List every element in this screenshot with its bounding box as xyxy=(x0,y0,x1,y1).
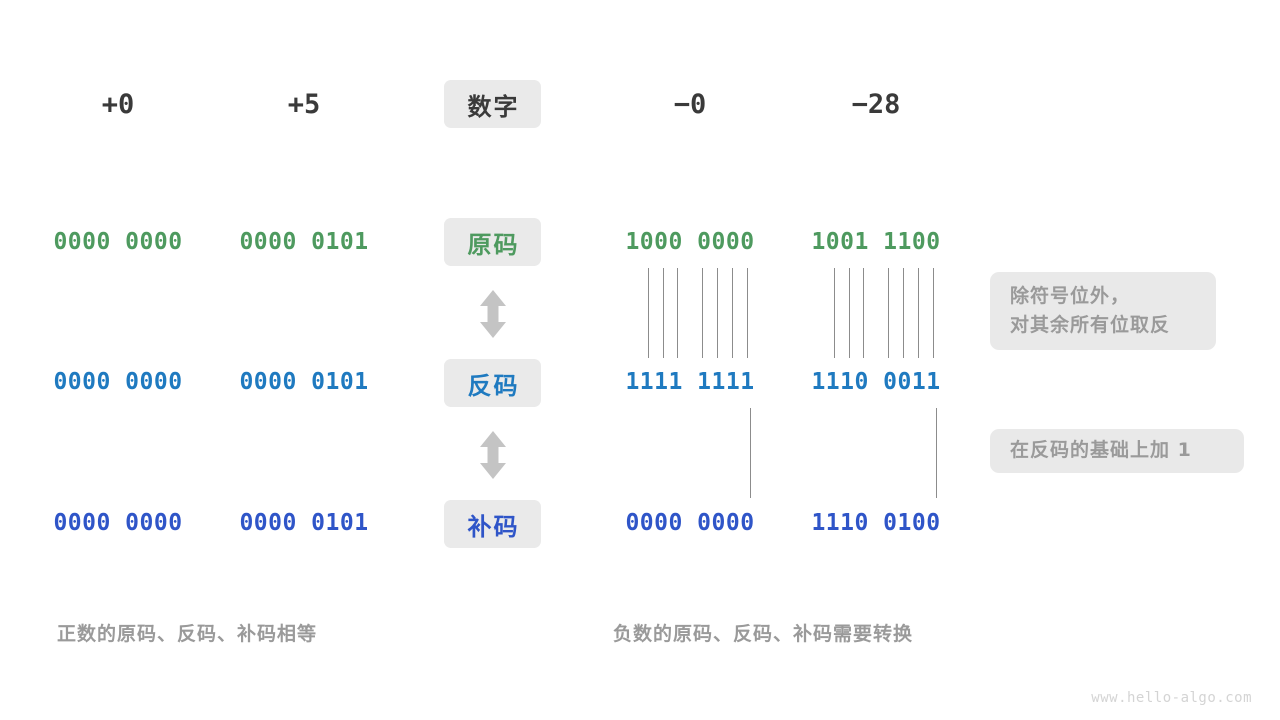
row-badge-ones-complement: 反码 xyxy=(444,359,541,407)
note-add-one: 在反码的基础上加 1 xyxy=(990,429,1244,473)
row-badge-twos-complement: 补码 xyxy=(444,500,541,548)
cell-twos-complement-minus-zero: 0000 0000 xyxy=(625,510,755,536)
invert-connector-line xyxy=(834,268,836,358)
invert-connector-line xyxy=(717,268,719,358)
cell-ones-complement-minus-zero: 1111 1111 xyxy=(625,369,755,395)
invert-connector-line xyxy=(918,268,920,358)
cell-ones-complement-plus-zero: 0000 0000 xyxy=(53,369,183,395)
watermark: www.hello-algo.com xyxy=(1091,690,1252,706)
invert-connector-line xyxy=(849,268,851,358)
note-invert-bits: 除符号位外， 对其余所有位取反 xyxy=(990,272,1216,350)
cell-ones-complement-plus-five: 0000 0101 xyxy=(239,369,369,395)
cell-sign-magnitude-plus-zero: 0000 0000 xyxy=(53,229,183,255)
cell-twos-complement-minus-twentyeight: 1110 0100 xyxy=(811,510,941,536)
header-number-plus-five: +5 xyxy=(287,88,321,120)
cell-ones-complement-minus-twentyeight: 1110 0011 xyxy=(811,369,941,395)
cell-twos-complement-plus-five: 0000 0101 xyxy=(239,510,369,536)
double-arrow-vertical-icon-1 xyxy=(477,289,509,343)
add-one-connector-line xyxy=(936,408,938,498)
cell-sign-magnitude-plus-five: 0000 0101 xyxy=(239,229,369,255)
add-one-connector-line xyxy=(750,408,752,498)
invert-connector-line xyxy=(747,268,749,358)
header-number-minus-zero: −0 xyxy=(673,88,707,120)
invert-connector-line xyxy=(933,268,935,358)
invert-connector-line xyxy=(732,268,734,358)
cell-sign-magnitude-minus-zero: 1000 0000 xyxy=(625,229,755,255)
invert-connector-line xyxy=(888,268,890,358)
note-add-one-line-1: 在反码的基础上加 1 xyxy=(1010,439,1192,462)
double-arrow-vertical-icon-2 xyxy=(477,430,509,484)
invert-connector-line xyxy=(663,268,665,358)
cell-twos-complement-plus-zero: 0000 0000 xyxy=(53,510,183,536)
invert-connector-line xyxy=(677,268,679,358)
header-number-plus-zero: +0 xyxy=(101,88,135,120)
invert-connector-line xyxy=(903,268,905,358)
invert-connector-line xyxy=(648,268,650,358)
header-number-minus-twentyeight: −28 xyxy=(851,88,901,120)
note-invert-bits-line-1: 除符号位外， xyxy=(1010,284,1131,307)
caption-negative: 负数的原码、反码、补码需要转换 xyxy=(613,623,914,645)
invert-connector-line xyxy=(863,268,865,358)
header-row-badge-number: 数字 xyxy=(444,80,541,128)
invert-connector-line xyxy=(702,268,704,358)
cell-sign-magnitude-minus-twentyeight: 1001 1100 xyxy=(811,229,941,255)
row-badge-sign-magnitude: 原码 xyxy=(444,218,541,266)
caption-positive: 正数的原码、反码、补码相等 xyxy=(57,623,318,645)
note-invert-bits-line-2: 对其余所有位取反 xyxy=(1010,314,1171,336)
